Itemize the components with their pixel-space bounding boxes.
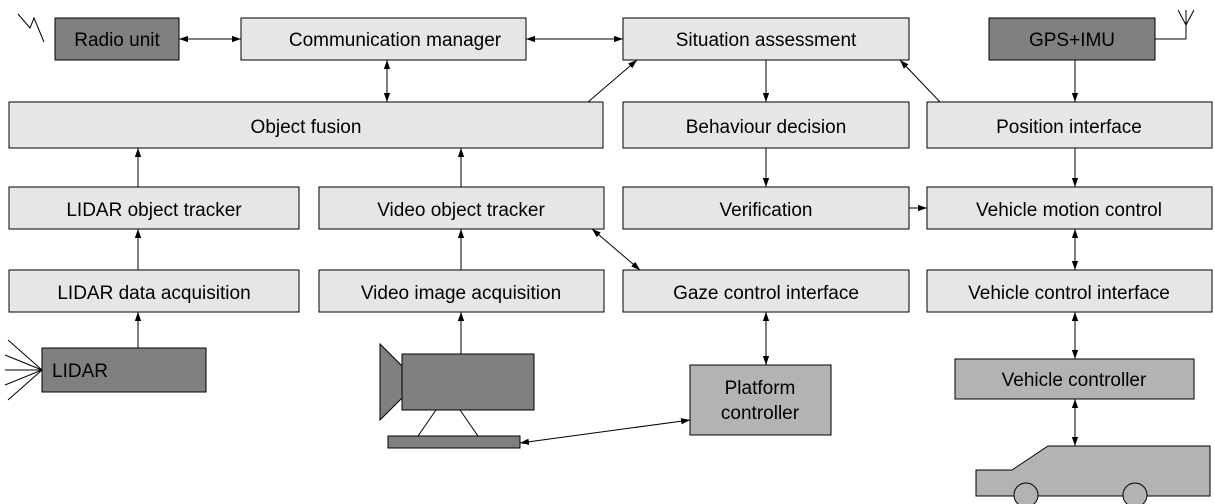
verification-label: Verification [720,200,813,221]
gaze-control-interface-label: Gaze control interface [673,283,859,304]
node-verification: Verification [622,186,910,230]
node-situation-assessment: Situation assessment [622,17,910,61]
antenna-icon [17,9,1195,43]
video-camera-icon [379,342,535,449]
gps-imu-label: GPS+IMU [1029,30,1115,51]
platform-controller-label-line1: Platform [725,378,796,399]
lidar-object-tracker-label: LIDAR object tracker [66,200,242,221]
node-radio-unit: Radio unit [54,17,180,61]
node-vehicle-controller: Vehicle controller [954,358,1195,400]
vehicle-motion-control-label: Vehicle motion control [976,200,1162,221]
edge-position-situation [899,59,941,103]
node-position-interface: Position interface [926,101,1213,149]
edge-fusion-situation [587,59,638,103]
node-behaviour-decision: Behaviour decision [622,101,910,149]
node-lidar-data-acquisition: LIDAR data acquisition [8,269,300,313]
position-interface-label: Position interface [996,117,1142,138]
connections [134,35,1079,446]
vehicle-control-interface-label: Vehicle control interface [968,283,1170,304]
node-object-fusion: Object fusion [8,101,604,149]
edge-videotracker-gaze [591,228,641,271]
edge-platform-camerabase [519,418,691,445]
lidar-label: LIDAR [52,361,108,382]
node-gps-imu: GPS+IMU [988,17,1156,61]
vehicle-controller-label: Vehicle controller [1002,370,1147,391]
node-lidar: LIDAR [41,347,207,393]
node-video-object-tracker: Video object tracker [318,186,605,230]
node-gaze-control-interface: Gaze control interface [622,269,910,313]
lidar-data-acquisition-label: LIDAR data acquisition [57,283,250,304]
node-vehicle-control-interface: Vehicle control interface [926,269,1213,313]
node-video-image-acquisition: Video image acquisition [318,269,605,313]
node-platform-controller: Platform controller [689,364,832,436]
node-communication-manager: Communication manager [240,17,527,61]
video-object-tracker-label: Video object tracker [377,200,545,221]
communication-manager-label: Communication manager [289,30,502,51]
situation-assessment-label: Situation assessment [676,30,857,51]
platform-controller-label-line2: controller [721,403,800,424]
object-fusion-label: Object fusion [251,117,362,138]
radio-unit-label: Radio unit [74,30,160,51]
node-lidar-object-tracker: LIDAR object tracker [8,186,300,230]
car-icon [975,445,1211,504]
node-vehicle-motion-control: Vehicle motion control [926,186,1213,230]
video-image-acquisition-label: Video image acquisition [361,283,561,304]
lidar-beams-icon [4,339,43,401]
behaviour-decision-label: Behaviour decision [686,117,847,138]
